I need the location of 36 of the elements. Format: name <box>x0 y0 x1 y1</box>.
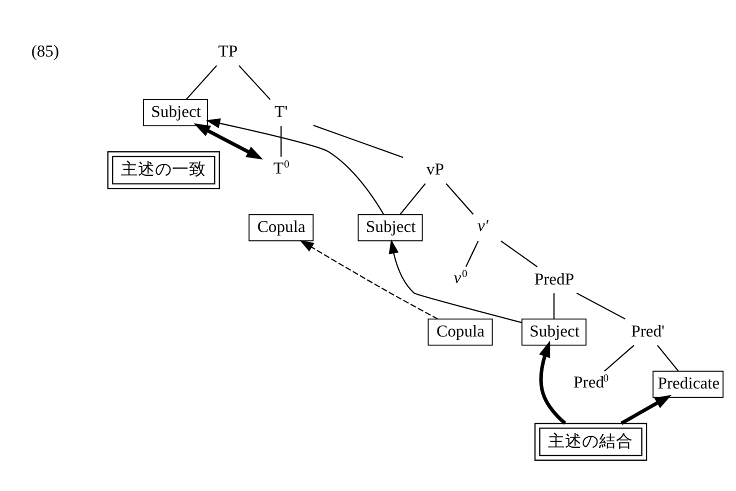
node-text: Pred$^{0}$ <box>574 372 609 392</box>
node-text: v$^{0}$ <box>454 268 468 288</box>
node-text: Pred' <box>631 322 665 341</box>
arrow <box>539 340 566 425</box>
connector <box>280 126 282 157</box>
node-box: Predicate <box>652 370 724 398</box>
connector <box>465 240 479 268</box>
node-text: T$^{0}$ <box>273 158 290 178</box>
connector <box>576 292 626 320</box>
arrow <box>300 240 438 320</box>
node-text: vP <box>426 160 444 179</box>
arrow <box>388 239 522 324</box>
arrow <box>620 394 672 425</box>
node-box: Subject <box>358 214 423 242</box>
arrow <box>206 118 384 215</box>
connector <box>657 345 679 372</box>
node-box: 主述の一致 <box>107 151 220 190</box>
label: (85) <box>31 41 60 60</box>
arrow <box>194 123 263 160</box>
connector <box>553 293 555 319</box>
node-text: TP <box>218 41 238 60</box>
connector <box>238 65 271 100</box>
connector <box>500 240 538 268</box>
node-box: Subject <box>142 99 208 126</box>
node-text: T' <box>274 102 288 122</box>
node-text: PredP <box>534 269 574 288</box>
node-box: Copula <box>428 318 493 346</box>
connector <box>186 65 218 100</box>
connector <box>446 183 474 215</box>
connector <box>400 183 426 215</box>
node-box: Copula <box>248 214 314 242</box>
node-text: v′ <box>477 216 490 235</box>
node-box: 主述の結合 <box>534 422 648 461</box>
connector <box>313 124 404 158</box>
node-box: Subject <box>521 318 586 346</box>
connector <box>604 344 634 372</box>
